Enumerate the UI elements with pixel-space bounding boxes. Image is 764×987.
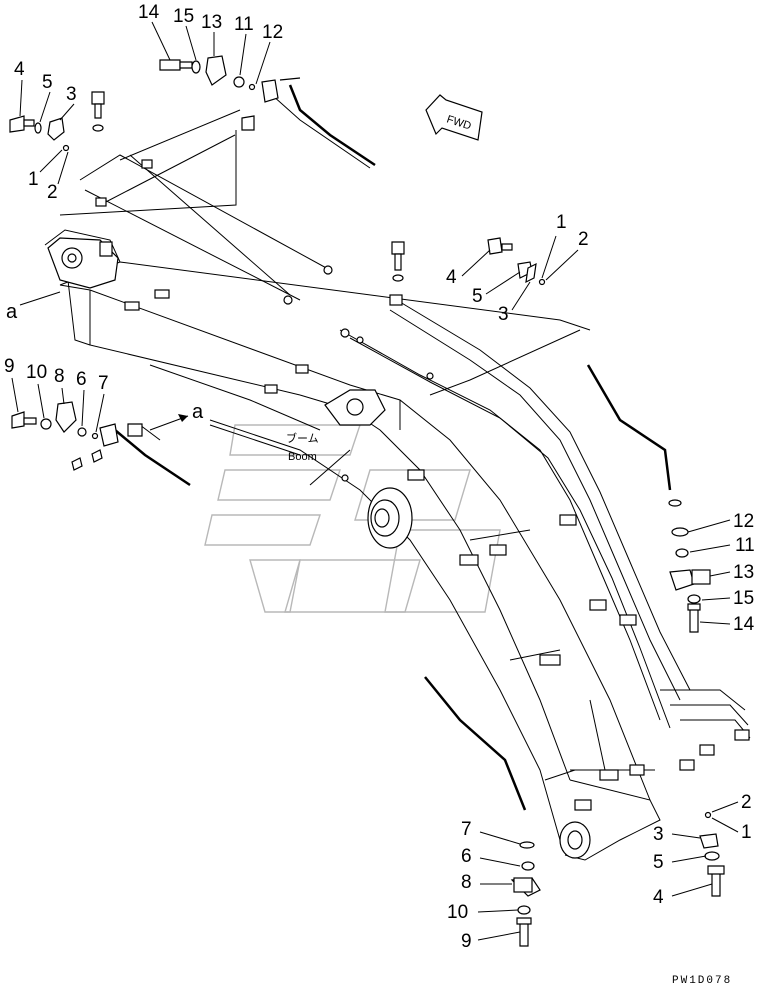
callout-13-right: 13 [733,562,754,583]
callout-14-top: 14 [138,2,160,23]
callout-2-bottom: 2 [741,792,752,813]
bottom-center-group [510,841,541,947]
callouts-top-bracket: 14 15 13 11 12 [138,2,283,85]
boom-label-jp: ブーム [286,431,319,445]
fwd-arrow: FWD [425,94,483,141]
bottom-right-group [699,811,725,897]
mounted-clamps [95,159,750,811]
callout-4-center: 4 [446,267,457,288]
callout-14-right: 14 [733,614,755,635]
callout-12-top: 12 [262,22,283,43]
boom-tip-boss [559,821,591,859]
callout-1-left: 1 [28,169,39,190]
hydraulic-lines [79,84,751,811]
callouts-center-bolt-group: 4 5 3 1 2 [446,212,589,325]
callouts-right-clamp-group: 12 11 13 15 14 [687,511,755,635]
callout-4-bottom: 4 [653,887,664,908]
boom-label-en: Boom [288,451,317,463]
top-bracket-assembly [59,55,301,216]
boom-body [44,229,661,861]
left-bolt-group [9,91,105,152]
callout-2-center: 2 [578,229,589,250]
callout-15-right: 15 [733,588,754,609]
view-marker-a: a a [6,291,204,431]
callouts-bottom-center-group: 7 6 8 10 9 [447,819,521,952]
callout-11-right: 11 [735,535,755,556]
callouts-left-bolt-group: 4 5 3 1 2 [14,59,77,203]
callout-9-bottom: 9 [461,931,472,952]
drawing-code: PW1D078 [672,975,732,987]
callout-10-left: 10 [26,362,47,383]
callout-10-bottom: 10 [447,902,468,923]
view-marker-a-left: a [6,301,18,323]
callout-5-left: 5 [42,72,53,93]
boom-label: ブーム Boom [286,431,319,463]
callout-1-center: 1 [556,212,567,233]
callout-3-center: 3 [498,304,509,325]
boom-foot-bracket [47,237,119,289]
callout-8-bottom: 8 [461,872,472,893]
boom-cylinder-bracket [324,389,386,426]
callout-6-bottom: 6 [461,846,472,867]
left-clamp-group [11,401,143,471]
callout-7-bottom: 7 [461,819,472,840]
callout-9-left: 9 [4,356,15,377]
callout-3-left: 3 [66,84,77,105]
boom-center-boss [367,487,413,549]
callouts-bottom-right-group: 2 3 1 5 4 [653,792,752,908]
callout-4-left: 4 [14,59,25,80]
callout-12-right: 12 [733,511,754,532]
callout-1-bottom: 1 [741,822,752,843]
view-marker-a-detail: a [192,401,204,423]
center-bolt-group [391,237,546,286]
callout-6-left: 6 [76,369,87,390]
right-clamp-group [668,499,711,633]
callout-8-left: 8 [54,366,65,387]
callout-15-top: 15 [173,6,194,27]
callout-7-left: 7 [98,373,109,394]
watermark-logo [204,424,501,613]
callout-2-left: 2 [47,182,58,203]
callout-11-top: 11 [234,14,254,35]
callout-5-center: 5 [472,286,483,307]
callouts-left-clamp-group: 9 10 8 6 7 [4,356,109,433]
callout-13-top: 13 [201,12,222,33]
callout-3-bottom: 3 [653,824,664,845]
callout-5-bottom: 5 [653,852,664,873]
